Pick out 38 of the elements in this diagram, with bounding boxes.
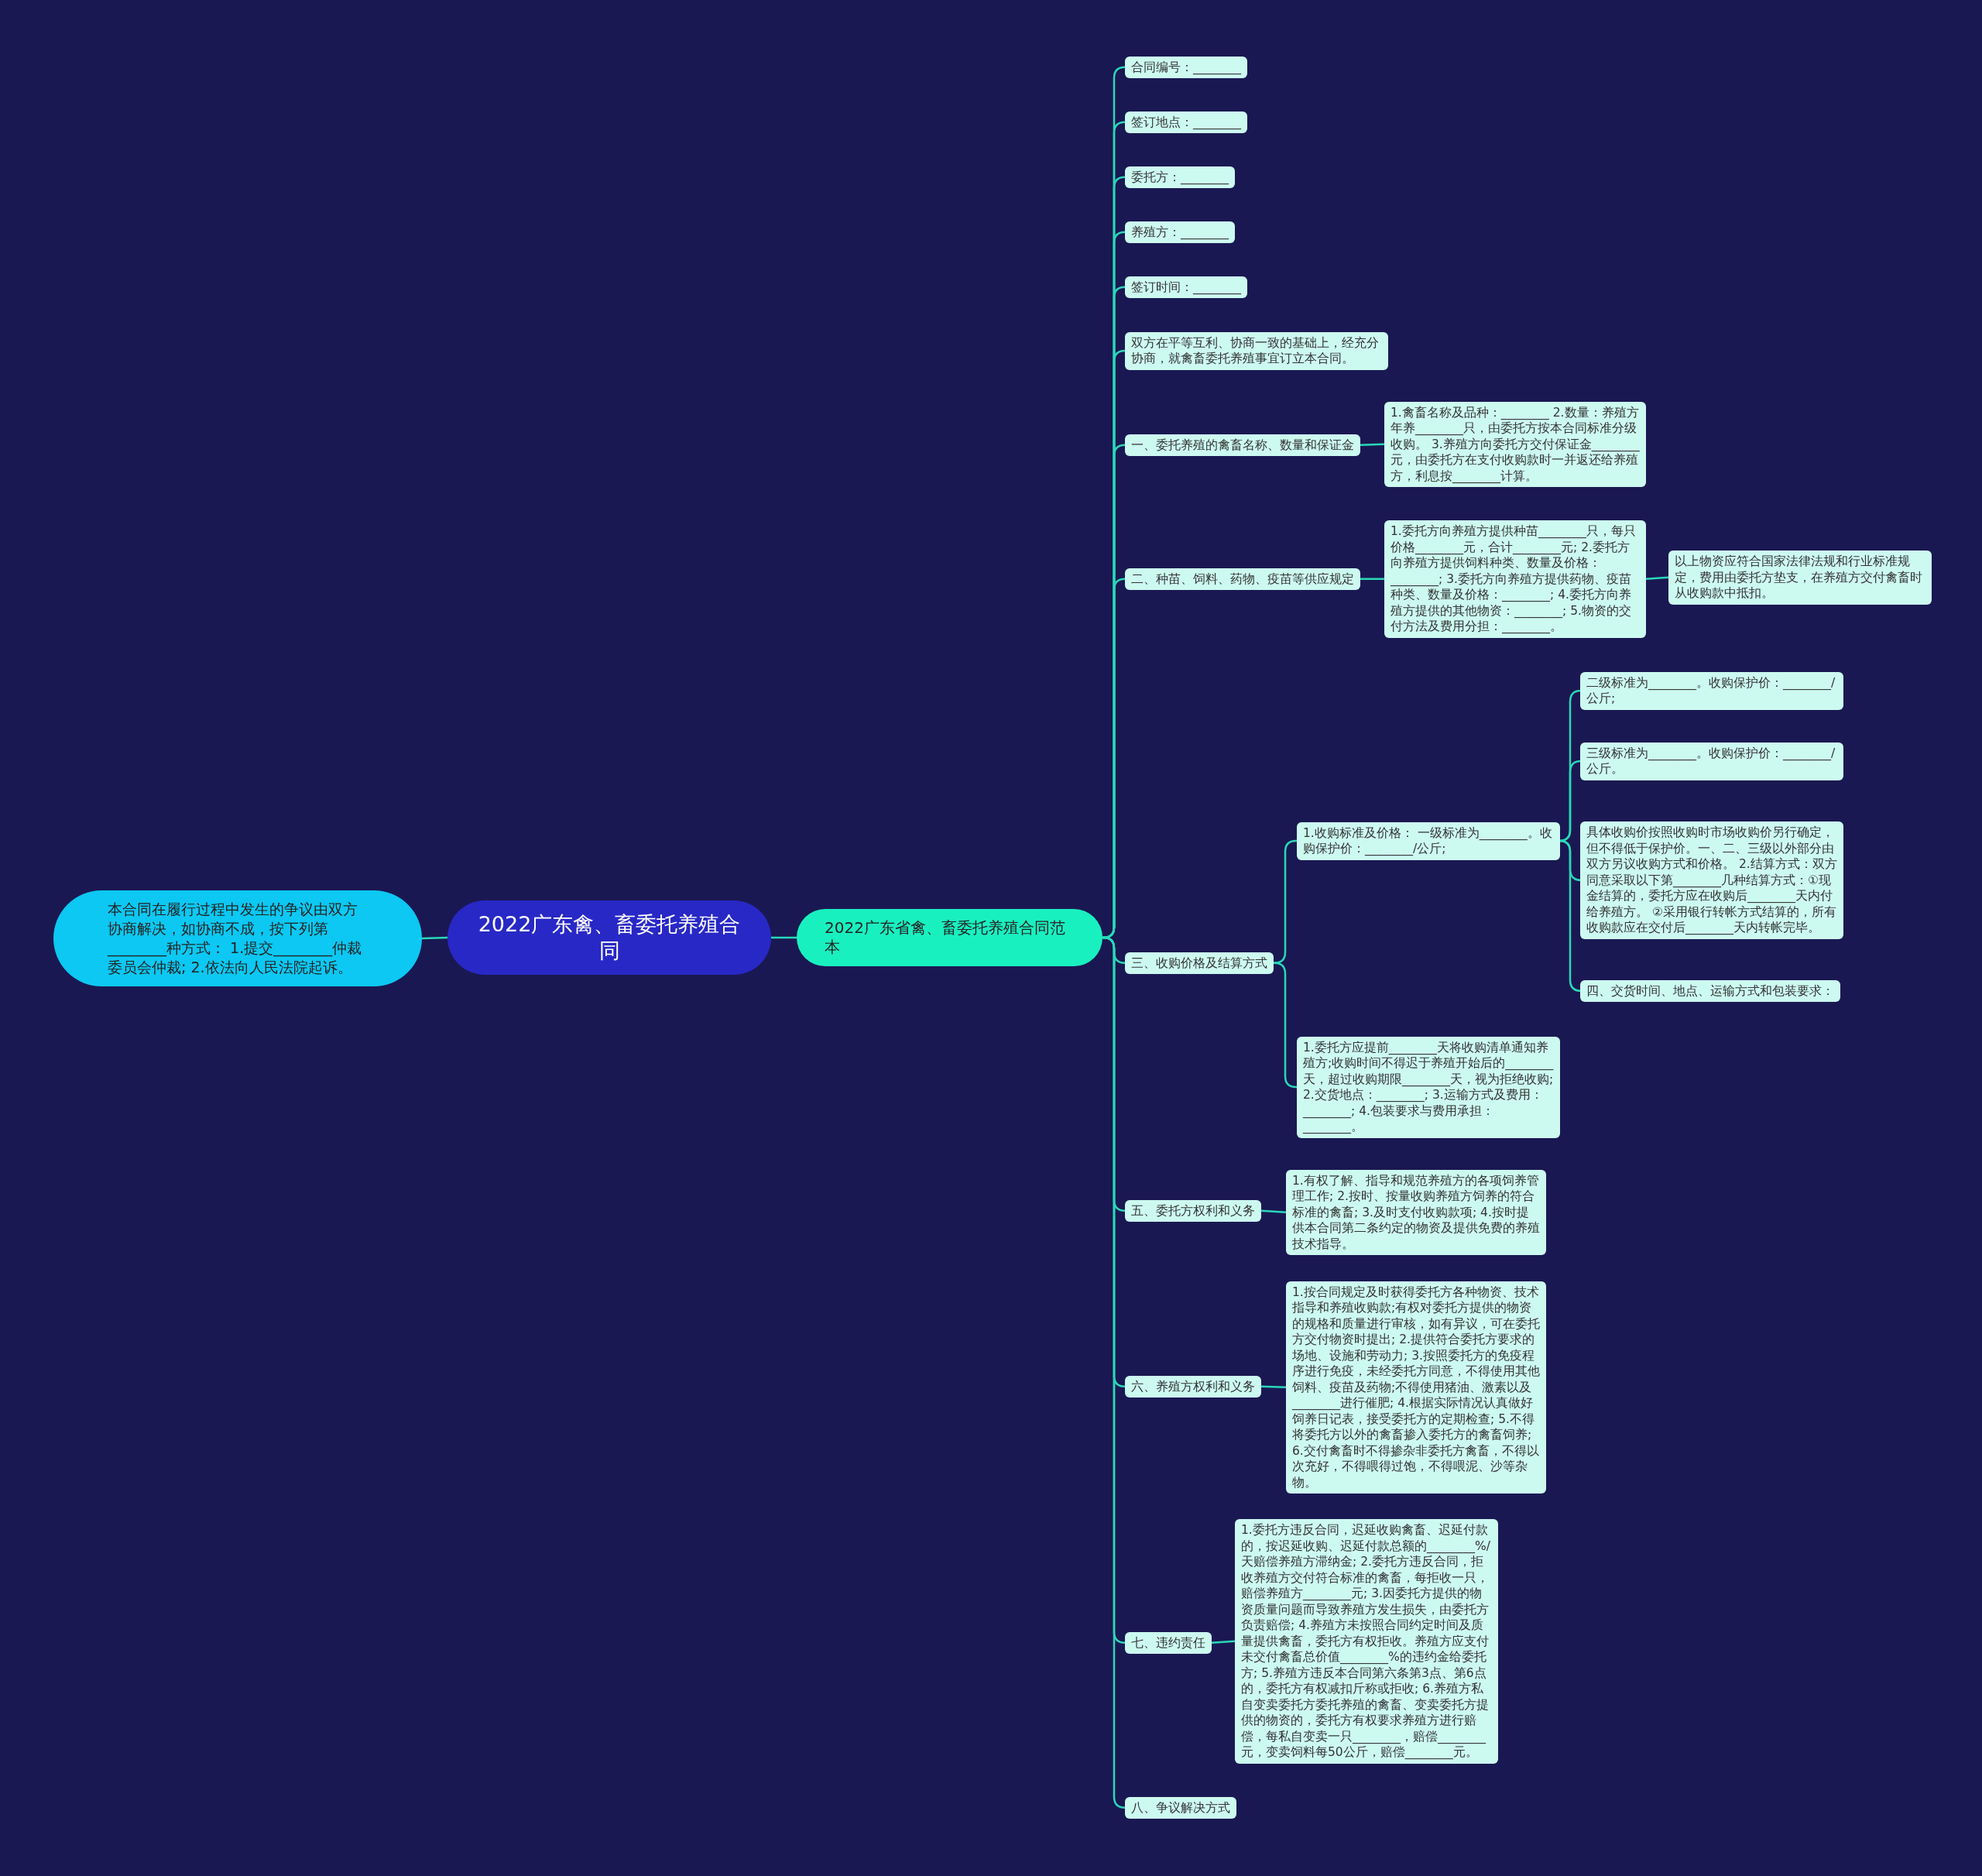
text-box: 四、交货时间、地点、运输方式和包装要求：: [1580, 979, 1840, 1002]
text-box: 六、养殖方权利和义务: [1125, 1375, 1261, 1398]
text-box: 三、收购价格及结算方式: [1125, 952, 1274, 974]
connector-line: [421, 936, 448, 940]
text-box: 养殖方：________: [1125, 221, 1235, 243]
text-box: 1.有权了解、指导和规范养殖方的各项饲养管理工作; 2.按时、按量收购养殖方饲养的符合标准的禽畜; 3.及时支付收购款项; 4.按时提供本合同第二条约定的物资及提供免费的养殖技术指导。: [1286, 1169, 1546, 1255]
connector-line: [1260, 1385, 1287, 1388]
central-topic-pill: 2022广东禽、畜委托养殖合同: [447, 900, 771, 975]
connector-line: [1645, 576, 1669, 580]
topic-pill: 2022广东省禽、畜委托养殖合同范本: [797, 909, 1102, 966]
connector-line: [1211, 1640, 1236, 1644]
text-box: 具体收购价按照收购时市场收购价另行确定，但不得低于保护价。一、二、三级以外部分由双方另议收购方式和价格。 2.结算方式：双方同意采取以下第________几种结算方式：①现金结算的，委托方应在收购后________天内付给养殖方。 ②采用银行转帐方式结算的，所有收购款应在交付后________天内转帐完毕。: [1580, 821, 1843, 939]
text-box: 委托方：________: [1125, 166, 1235, 188]
text-box: 二级标准为________。收购保护价：________/公斤;: [1580, 671, 1843, 710]
text-box: 五、委托方权利和义务: [1125, 1199, 1261, 1222]
text-box: 合同编号：________: [1125, 56, 1247, 78]
text-box: 1.收购标准及价格： 一级标准为________。收购保护价：________/公斤;: [1297, 821, 1560, 860]
text-box: 八、争议解决方式: [1125, 1796, 1236, 1819]
connector-line: [1260, 1209, 1287, 1213]
text-box: 1.委托方向养殖方提供种苗________只，每只价格________元，合计________元; 2.委托方向养殖方提供饲料种类、数量及价格：________; 3.委托方向养殖方提供药物、疫苗种类、数量及价格：________; 4.委托方向养殖方提供的其他物资：________; 5.物资的交付方法及费用分担：________。: [1384, 520, 1646, 638]
text-box: 七、违约责任: [1125, 1631, 1212, 1654]
text-box: 双方在平等互利、协商一致的基础上，经充分协商，就禽畜委托养殖事宜订立本合同。: [1125, 331, 1388, 370]
text-box: 1.委托方应提前________天将收购清单通知养殖方;收购时间不得迟于养殖开始后的________天，超过收购期限________天，视为拒绝收购; 2.交货地点：________; 3.运输方式及费用：________; 4.包装要求与费用承担：________。: [1297, 1036, 1560, 1138]
connector-line: [1273, 839, 1298, 964]
text-box: 一、委托养殖的禽畜名称、数量和保证金: [1125, 434, 1360, 456]
text-box: 二、种苗、饲料、药物、疫苗等供应规定: [1125, 568, 1360, 590]
connector-line: [1360, 578, 1384, 580]
text-box: 1.禽畜名称及品种：________ 2.数量：养殖方年养________只，由委托方按本合同标准分级收购。 3.养殖方向委托方交付保证金________元，由委托方在支付收购款时一并返还给养殖方，利息按________计算。: [1384, 401, 1646, 487]
connector-line: [771, 936, 797, 939]
text-box: 三级标准为________。收购保护价：________/公斤。: [1580, 742, 1843, 780]
text-box: 以上物资应符合国家法律法规和行业标准规定，费用由委托方垫支，在养殖方交付禽畜时从收购款中抵扣。: [1668, 550, 1932, 605]
text-box: 1.委托方违反合同，迟延收购禽畜、迟延付款的，按迟延收购、迟延付款总额的________%/天赔偿养殖方滞纳金; 2.委托方违反合同，拒收养殖方交付符合标准的禽畜，每拒收一只，赔偿养殖方________元; 3.因委托方提供的物资质量问题而导致养殖方发生损失，由委托方负责赔偿; 4.养殖方未按照合同约定时间及质量提供禽畜，委托方有权拒收。养殖方应支付未交付禽畜总价值________%的违约金给委托方; 5.养殖方违反本合同第六条第3点、第6点的，委托方有权减扣斤称或拒收; 6.养殖方私自变卖委托方委托养殖的禽畜、变卖委托方提供的物资的，委托方有权要求养殖方进行赔偿，每私自变卖一只________，赔偿________元，变卖饲料每50公斤，赔偿________元。: [1235, 1519, 1498, 1764]
text-box: 签订时间：________: [1125, 276, 1247, 298]
connector-line: [1360, 443, 1385, 446]
topic-pill: 本合同在履行过程中发生的争议由双方协商解决，如协商不成，按下列第________种方式： 1.提交________仲裁委员会仲裁; 2.依法向人民法院起诉。: [53, 890, 422, 986]
connector-line: [1273, 962, 1298, 1089]
text-box: 签订地点：________: [1125, 111, 1247, 133]
text-box: 1.按合同规定及时获得委托方各种物资、技术指导和养殖收购款;有权对委托方提供的物资的规格和质量进行审核，如有异议，可在委托方交付物资时提出; 2.提供符合委托方要求的场地、设施和劳动力; 3.按照委托方的免疫程序进行免疫，未经委托方同意，不得使用其他饲料、疫苗及药物;不得使用猪油、激素以及________进行催肥; 4.根据实际情况认真做好饲养日记表，接受委托方的定期检查; 5.不得将委托方以外的禽畜掺入委托方的禽畜饲养; 6.交付禽畜时不得掺杂非委托方禽畜，不得以次充好，不得喂得过饱，不得喂泥、沙等杂物。: [1286, 1281, 1546, 1494]
